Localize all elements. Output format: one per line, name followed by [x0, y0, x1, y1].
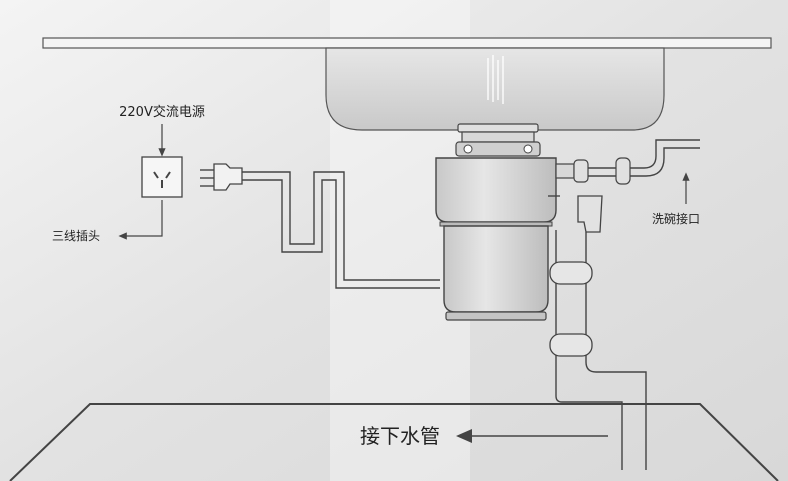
- sink-flange: [457, 123, 539, 133]
- pipe-coupling-upper: [549, 261, 593, 285]
- dishwasher-hose-top: [574, 139, 700, 169]
- drain-pipe-label: 接下水管: [360, 424, 440, 448]
- three-prong-plug: [200, 163, 243, 191]
- power-cord-outer: [242, 171, 440, 281]
- disposer-base: [445, 311, 547, 321]
- dishwasher-inlet-nipple: [555, 163, 575, 179]
- cabinet-floor-outline: [9, 403, 779, 481]
- hose-clamp-right: [615, 157, 631, 185]
- collar-bolt-left: [463, 144, 473, 154]
- plug-label: 三线插头: [52, 229, 100, 243]
- collar-bolt-right: [523, 144, 533, 154]
- power-source-label: 220V交流电源: [119, 104, 205, 120]
- water-stream: [487, 55, 504, 104]
- disposer-grinding-chamber: [435, 157, 557, 223]
- mounting-ring: [461, 131, 535, 143]
- dishwasher-hose-bottom: [574, 147, 700, 177]
- drain-arrow-head: [456, 429, 472, 443]
- drain-pipe-outer: [555, 230, 623, 470]
- mount-collar: [455, 141, 541, 157]
- drain-pipe-inner: [585, 232, 647, 470]
- disposer-motor: [443, 225, 549, 313]
- power-cord-inner: [242, 179, 440, 289]
- dishwasher-inlet-label: 洗碗接口: [652, 211, 700, 226]
- pipe-coupling-lower: [549, 333, 593, 357]
- wall-outlet: [141, 156, 183, 198]
- countertop: [42, 37, 772, 49]
- hose-clamp-left: [573, 159, 589, 183]
- sink-basin: [325, 47, 665, 131]
- plug-leader-arrow: [118, 200, 163, 240]
